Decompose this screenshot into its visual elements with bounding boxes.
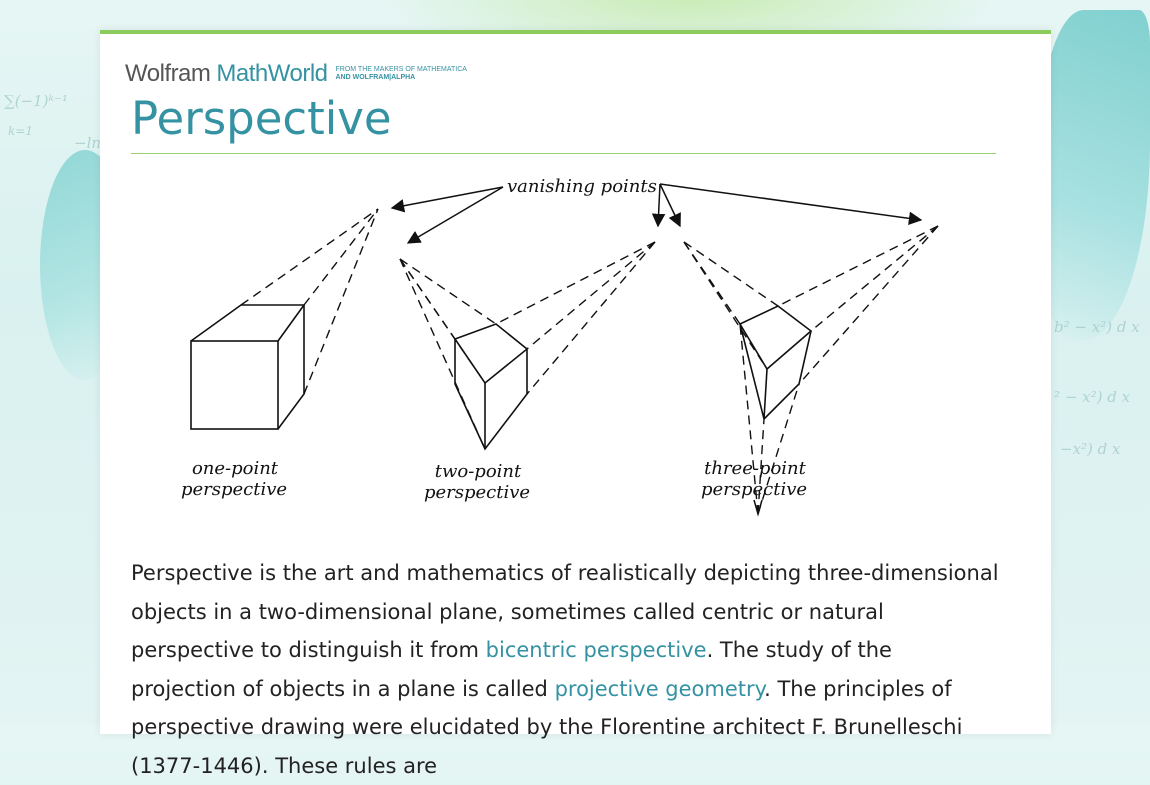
three-point-label-line2: perspective <box>701 479 807 500</box>
three-point-cube <box>738 305 813 420</box>
three-point-guides <box>683 225 939 515</box>
three-point-label-line1: three-point <box>704 458 807 479</box>
background-swirl-right <box>1040 10 1150 340</box>
brand-wolfram: Wolfram <box>125 60 211 87</box>
background-formula: b² − x²) d x <box>1054 318 1140 336</box>
brand-mathworld: MathWorld <box>216 60 328 87</box>
brand-tagline: FROM THE MAKERS OF MATHEMATICA AND WOLFR… <box>336 66 467 82</box>
projective-geometry-link[interactable]: projective geometry <box>554 676 765 701</box>
background-formula: ∑(−1)ᵏ⁻¹ <box>4 92 68 110</box>
title-divider <box>131 153 996 154</box>
mathworld-logo-link[interactable]: Wolfram MathWorld FROM THE MAKERS OF MAT… <box>125 60 467 88</box>
two-point-guides <box>399 241 656 450</box>
brand-tagline-line2: AND WOLFRAM|ALPHA <box>335 74 416 81</box>
vanishing-points-label: vanishing points <box>507 176 657 197</box>
two-point-label-line1: two-point <box>435 461 522 482</box>
brand-tagline-line1: FROM THE MAKERS OF MATHEMATICA <box>335 66 467 73</box>
article-text: . The study of the projection of objects… <box>131 638 892 701</box>
one-point-label-line1: one-point <box>192 458 279 479</box>
background-formula: ² − x²) d x <box>1054 388 1131 406</box>
article-text: Perspective is the art and mathematics o… <box>131 561 999 662</box>
background-formula: −ln <box>74 134 102 152</box>
two-point-cube <box>453 323 528 451</box>
one-point-label-line2: perspective <box>181 479 287 500</box>
one-point-cube <box>190 304 305 430</box>
content-card: Wolfram MathWorld FROM THE MAKERS OF MAT… <box>100 30 1051 778</box>
bottom-arrow-icon <box>753 499 763 517</box>
page-title: Perspective <box>131 92 392 145</box>
vanishing-arrows <box>390 183 923 244</box>
two-point-label-line2: perspective <box>424 482 530 503</box>
bicentric-perspective-link[interactable]: bicentric perspective <box>485 638 707 662</box>
one-point-guides <box>240 208 379 395</box>
article-paragraph: Perspective is the art and mathematics o… <box>131 554 1001 785</box>
perspective-figure: vanishing points <box>181 176 939 517</box>
background-formula: k=1 <box>8 124 33 138</box>
background-formula: −x²) d x <box>1060 440 1121 458</box>
